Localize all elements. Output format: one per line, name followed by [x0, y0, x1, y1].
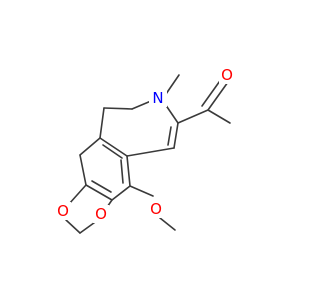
- atom-o-carbonyl: O: [219, 66, 235, 84]
- atom-n-ring: N: [149, 89, 167, 107]
- bond-omethoxy-methyl: [159, 217, 176, 231]
- bond-c4-omethoxy: [129, 185, 154, 197]
- bond-c8-c9: [103, 107, 133, 110]
- bond-c10a-c3a-inner: [91, 180, 112, 193]
- bond-c9a-c5a-inner: [102, 144, 123, 159]
- bond-acetyl-methyl: [207, 109, 231, 124]
- bond-c10-c10a: [79, 154, 87, 186]
- bond-c9a-c10: [79, 137, 101, 156]
- bond-layer: [65, 74, 231, 234]
- atom-o-dioxole-2: O: [93, 205, 109, 223]
- bond-c9-c9a: [99, 107, 105, 139]
- bond-odiox1-ch2: [65, 219, 81, 234]
- bond-c4-c5a-inner: [120, 159, 124, 184]
- atom-o-methoxy: O: [148, 200, 164, 218]
- label-o-dioxole-1: O: [57, 202, 69, 220]
- bond-carbonyl: [207, 81, 229, 111]
- bond-c6-c5a: [126, 147, 175, 157]
- label-n-ring: N: [152, 89, 163, 107]
- bond-n-c8: [131, 100, 152, 110]
- atom-o-dioxole-1: O: [55, 202, 71, 220]
- bond-c10a-c3a: [85, 184, 113, 201]
- bond-c7-c6-inner: [167, 126, 172, 146]
- label-o-carbonyl: O: [221, 66, 233, 84]
- bond-c4-c5a: [126, 155, 131, 187]
- bond-carbonyl-double: [201, 77, 223, 107]
- bond-n-methyl: [165, 74, 180, 95]
- label-o-dioxole-2: O: [95, 205, 107, 223]
- label-o-methoxy: O: [150, 200, 162, 218]
- atom-label-layer: O N O O O: [55, 66, 235, 223]
- bond-c9a-c5a: [99, 137, 128, 157]
- bond-c7-c6-double: [173, 122, 179, 149]
- bond-c10a-odiox1: [68, 184, 87, 205]
- bond-c3a-c4: [111, 185, 131, 201]
- structure-diagram: O N O O O: [55, 66, 235, 234]
- bond-acetyl-ring: [177, 109, 209, 124]
